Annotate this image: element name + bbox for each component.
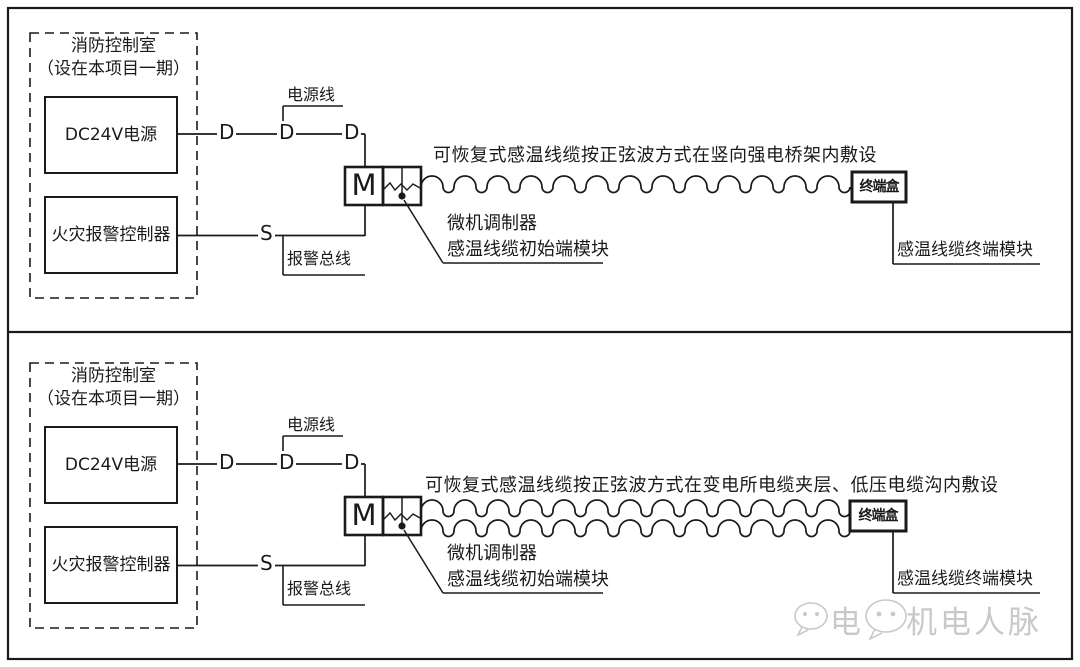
modulator-label: 微机调制器 <box>447 543 537 564</box>
room-subtitle: （设在本项目一期） <box>37 59 190 79</box>
control-room-dashed-box <box>29 362 198 629</box>
power-line-label: 电源线 <box>287 85 336 104</box>
cable-routing-annotation: 可恢复式感温线缆按正弦波方式在变电所电缆夹层、低压电缆沟内敷设 <box>425 475 999 496</box>
sine-cable-upper <box>420 499 851 518</box>
terminal-box-label: 终端盒 <box>859 178 900 195</box>
watermark: 电 机电人脉 <box>792 596 1042 642</box>
terminal-box-label: 终端盒 <box>858 507 899 524</box>
d-connector-2: D <box>277 120 297 144</box>
d-connector-3: D <box>342 120 362 144</box>
d-connector-1: D <box>217 450 237 474</box>
watermark-text-2: 机电人脉 <box>906 604 1042 641</box>
terminal-module-label: 感温线缆终端模块 <box>897 240 1033 260</box>
alarm-bus-label: 报警总线 <box>287 579 352 598</box>
initial-module-label: 感温线缆初始端模块 <box>447 569 609 590</box>
cable-routing-annotation: 可恢复式感温线缆按正弦波方式在竖向强电桥架内敷设 <box>433 145 877 166</box>
alarm-controller-label: 火灾报警控制器 <box>51 225 171 245</box>
room-title: 消防控制室 <box>71 36 156 56</box>
chat-bubble-icon <box>865 599 907 641</box>
alarm-controller-label: 火灾报警控制器 <box>51 555 171 575</box>
modulator-label: 微机调制器 <box>447 213 537 234</box>
initiator-squiggle <box>383 181 421 192</box>
module-m-letter: M <box>351 168 377 203</box>
terminal-module-label: 感温线缆终端模块 <box>897 569 1033 589</box>
power-supply-box <box>44 426 178 504</box>
sine-cable-lower <box>420 519 851 538</box>
initiator-dot <box>398 192 406 200</box>
power-supply-label: DC24V电源 <box>64 455 158 475</box>
power-supply-box <box>44 96 178 174</box>
alarm-bus-label: 报警总线 <box>287 249 352 268</box>
initiator-dot <box>398 522 406 530</box>
d-connector-1: D <box>217 120 237 144</box>
initiator-squiggle <box>383 511 421 522</box>
s-connector: S <box>258 221 275 245</box>
initial-module-label: 感温线缆初始端模块 <box>447 239 609 260</box>
d-connector-3: D <box>342 450 362 474</box>
control-room-dashed-box <box>29 32 198 299</box>
room-subtitle: （设在本项目一期） <box>37 389 190 409</box>
room-title: 消防控制室 <box>71 366 156 386</box>
power-supply-label: DC24V电源 <box>64 125 158 145</box>
d-connector-2: D <box>277 450 297 474</box>
terminal-box-rect <box>850 170 908 204</box>
terminal-box-rect <box>848 499 908 533</box>
diagram-bottom-lines <box>29 362 1040 629</box>
chat-bubble-icon <box>794 602 828 637</box>
watermark-text-1: 电 <box>830 604 864 641</box>
power-line-label: 电源线 <box>287 415 336 434</box>
outer-border <box>6 6 1074 661</box>
module-m-letter: M <box>351 498 377 533</box>
sine-cable <box>420 175 851 194</box>
s-connector: S <box>258 551 275 575</box>
